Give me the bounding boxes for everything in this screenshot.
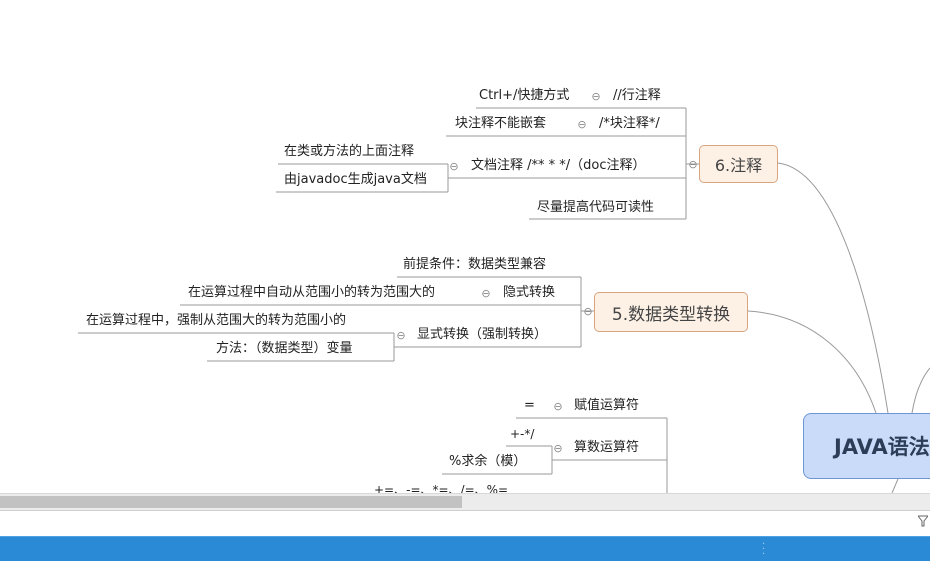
root-label: JAVA语法 — [834, 435, 930, 459]
doc-comment-label[interactable]: 文档注释 /** * */（doc注释） — [471, 158, 646, 173]
implicit-detail[interactable]: 在运算过程中自动从范围小的转为范围大的 — [188, 285, 436, 300]
connector-lines — [78, 107, 930, 493]
topic-comments-label: 6.注释 — [714, 156, 763, 175]
doc-comment-detail[interactable]: 由javadoc生成java文档 — [284, 172, 427, 187]
line-comment-detail[interactable]: Ctrl+/快捷方式 — [479, 88, 570, 103]
scrollbar-thumb[interactable] — [0, 496, 462, 508]
topic-conversion[interactable]: 5.数据类型转换 — [594, 292, 748, 332]
collapse-icon[interactable]: ⊖ — [591, 90, 601, 103]
readability-label[interactable]: 尽量提高代码可读性 — [537, 200, 655, 215]
mindmap-canvas[interactable]: JAVA语法 6.注释 ⊖ //行注释 ⊖ Ctrl+/快捷方式 /*块注释*/… — [0, 0, 930, 493]
connector-root-hidden — [911, 367, 930, 414]
explicit-label[interactable]: 显式转换（强制转换） — [417, 327, 548, 342]
arith-operator-label[interactable]: 算数运算符 — [574, 440, 640, 455]
taskbar: ··· — [0, 536, 930, 561]
arith-operator-detail[interactable]: %求余（模） — [449, 454, 527, 469]
explicit-detail[interactable]: 在运算过程中，强制从范围大的转为范围小的 — [86, 313, 347, 328]
collapse-icon[interactable]: ⊖ — [583, 305, 593, 318]
filter-icon[interactable] — [916, 515, 930, 531]
collapse-icon[interactable]: ⊖ — [553, 400, 563, 413]
connector-root-conversion — [747, 310, 877, 414]
arith-operator-detail[interactable]: +-*/ — [510, 427, 535, 441]
collapse-icon[interactable]: ⊖ — [577, 118, 587, 131]
taskbar-grip[interactable]: ··· — [762, 539, 766, 560]
root-topic[interactable]: JAVA语法 — [803, 413, 930, 479]
assign-operator-detail[interactable]: = — [524, 398, 535, 413]
collapse-icon[interactable]: ⊖ — [688, 158, 698, 171]
collapse-icon[interactable]: ⊖ — [481, 287, 491, 300]
block-comment-label[interactable]: /*块注释*/ — [599, 116, 660, 131]
arith-operator-detail[interactable]: +=、-=、*=、/=、%= — [374, 483, 509, 493]
doc-comment-detail[interactable]: 在类或方法的上面注释 — [284, 144, 415, 159]
precondition-label[interactable]: 前提条件：数据类型兼容 — [403, 257, 547, 272]
collapse-icon[interactable]: ⊖ — [449, 160, 459, 173]
assign-operator-label[interactable]: 赋值运算符 — [574, 398, 640, 413]
collapse-icon[interactable]: ⊖ — [396, 329, 406, 342]
status-bar — [0, 510, 930, 536]
horizontal-scrollbar[interactable] — [0, 493, 930, 510]
collapse-icon[interactable]: ⊖ — [553, 442, 563, 455]
topic-conversion-label: 5.数据类型转换 — [611, 304, 731, 325]
implicit-label[interactable]: 隐式转换 — [503, 285, 556, 300]
connector-root-comments — [777, 162, 889, 414]
connector-root-lower — [891, 478, 899, 493]
topic-comments[interactable]: 6.注释 — [699, 145, 778, 183]
block-comment-detail[interactable]: 块注释不能嵌套 — [455, 116, 547, 131]
explicit-detail[interactable]: 方法：（数据类型）变量 — [216, 341, 353, 356]
line-comment-label[interactable]: //行注释 — [613, 88, 661, 103]
